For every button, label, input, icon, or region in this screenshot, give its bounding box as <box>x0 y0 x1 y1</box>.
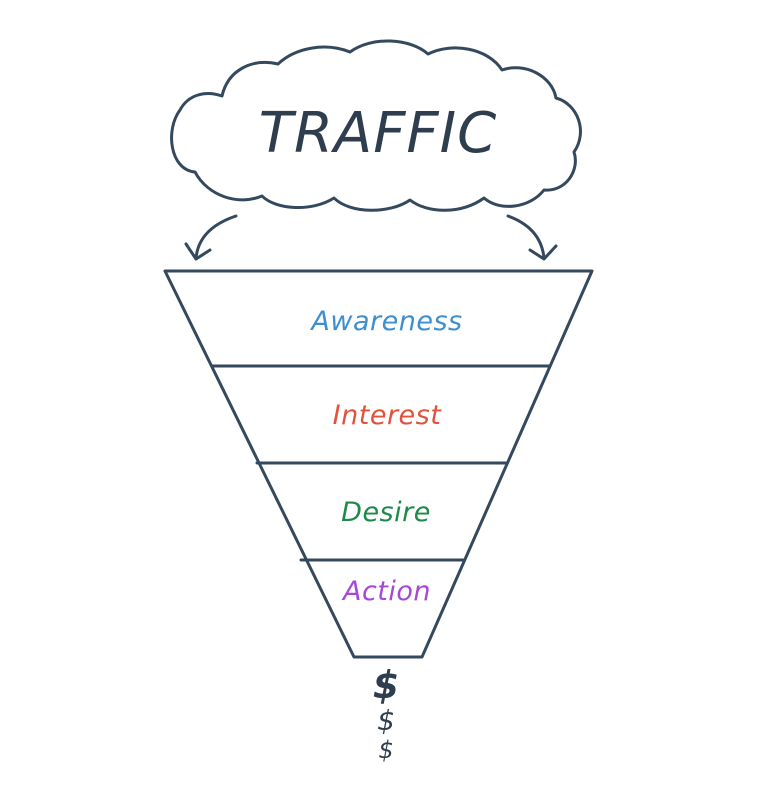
arrow-right-head <box>528 244 558 261</box>
arrow-right <box>506 214 558 261</box>
funnel: Awareness Interest Desire Action <box>163 269 594 659</box>
funnel-outline <box>163 269 594 659</box>
stage-interest-label: Interest <box>333 400 443 431</box>
arrow-left-head <box>184 242 212 261</box>
traffic-cloud: TRAFFIC <box>170 39 582 212</box>
stage-action-label: Action <box>341 576 431 607</box>
arrow-left <box>184 214 238 261</box>
cloud-title: TRAFFIC <box>259 101 497 166</box>
dollar-output: $ $ $ <box>373 663 399 764</box>
arrow-left-curve <box>194 214 238 260</box>
stage-awareness-label: Awareness <box>309 306 462 337</box>
dollar-sign-small: $ <box>378 736 393 764</box>
arrow-right-curve <box>506 214 546 260</box>
cloud-outline <box>170 39 582 212</box>
stage-desire-label: Desire <box>341 497 431 528</box>
dollar-sign-large: $ <box>373 663 399 707</box>
dollar-sign-medium: $ <box>377 704 395 737</box>
